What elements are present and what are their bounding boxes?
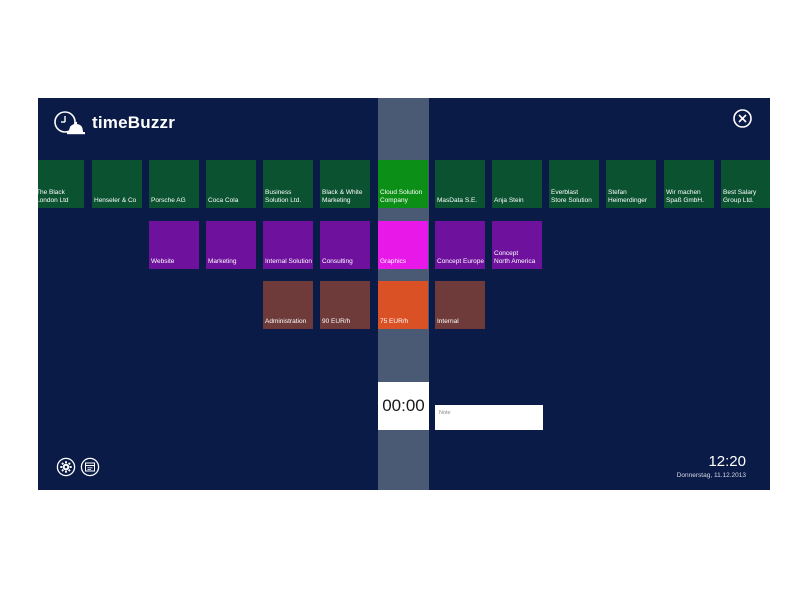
client-tile[interactable]: Business Solution Ltd. <box>263 160 313 208</box>
client-label: Stefan Heimerdinger <box>608 189 648 204</box>
client-label: Cloud Solution Company <box>380 189 423 204</box>
client-label: Porsche AG <box>151 197 186 204</box>
project-label: Internal Solution <box>265 258 312 265</box>
activity-label: 75 EUR/h <box>380 318 409 325</box>
client-tile-selected[interactable]: Cloud Solution Company <box>378 160 428 208</box>
note-placeholder: Note <box>439 410 451 416</box>
gear-icon[interactable] <box>56 457 76 477</box>
activity-label: Internal <box>437 318 459 325</box>
activity-tile[interactable]: 90 EUR/h <box>320 281 370 329</box>
activity-label: 90 EUR/h <box>322 318 351 325</box>
client-tile[interactable]: Stefan Heimerdinger <box>606 160 656 208</box>
activity-tile[interactable]: Administration <box>263 281 313 329</box>
client-label: Henseler & Co <box>94 197 137 204</box>
project-tile-selected[interactable]: Graphics <box>378 221 428 269</box>
timer-display[interactable]: 00:00 <box>378 382 429 430</box>
client-label: Best Salary Group Ltd. <box>723 189 757 204</box>
project-tile[interactable]: Internal Solution <box>263 221 313 269</box>
app-logo: timeBuzzr <box>53 110 175 136</box>
client-label: MasData S.E. <box>437 197 478 204</box>
activity-tile[interactable]: Internal <box>435 281 485 329</box>
client-tile[interactable]: Anja Stein <box>492 160 542 208</box>
report-icon[interactable] <box>80 457 100 477</box>
client-tile[interactable]: Coca Cola <box>206 160 256 208</box>
client-tile[interactable]: Porsche AG <box>149 160 199 208</box>
activity-tile-selected[interactable]: 75 EUR/h <box>378 281 428 329</box>
client-label: Wir machen Spaß GmbH. <box>666 189 704 204</box>
project-tile[interactable]: Marketing <box>206 221 256 269</box>
client-tile[interactable]: Wir machen Spaß GmbH. <box>664 160 714 208</box>
project-tile[interactable]: Consulting <box>320 221 370 269</box>
clock-bell-icon <box>54 111 85 135</box>
project-tile[interactable]: Website <box>149 221 199 269</box>
client-tile[interactable]: Black & White Marketing <box>320 160 370 208</box>
project-label: Marketing <box>208 258 237 265</box>
project-label: Concept Europe <box>437 258 484 265</box>
clock-date: Donnerstag, 11.12.2013 <box>676 472 746 479</box>
clock-time: 12:20 <box>708 453 746 470</box>
project-tile[interactable]: Concept Europe <box>435 221 485 269</box>
project-tile[interactable]: Concept North America <box>492 221 542 269</box>
close-icon[interactable] <box>732 108 753 129</box>
client-label: The Black London Ltd <box>38 189 69 204</box>
client-label: Coca Cola <box>208 197 239 204</box>
project-label: Concept North America <box>494 250 536 265</box>
app-title: timeBuzzr <box>92 113 176 132</box>
client-label: Anja Stein <box>494 197 524 204</box>
client-tile[interactable]: Best Salary Group Ltd. <box>721 160 770 208</box>
note-input[interactable]: Note <box>435 405 543 430</box>
project-label: Website <box>151 258 175 265</box>
client-tile[interactable]: The Black London Ltd <box>38 160 84 208</box>
client-tile[interactable]: Henseler & Co <box>92 160 142 208</box>
client-label: Black & White Marketing <box>322 189 363 204</box>
project-label: Consulting <box>322 258 353 265</box>
activity-label: Administration <box>265 318 307 325</box>
client-tile[interactable]: Everblast Store Solution <box>549 160 599 208</box>
client-tile[interactable]: MasData S.E. <box>435 160 485 208</box>
project-label: Graphics <box>380 258 407 265</box>
client-label: Business Solution Ltd. <box>265 189 302 204</box>
timebuzzr-app: timeBuzzr The Black London Ltd Henseler … <box>38 98 770 490</box>
client-label: Everblast Store Solution <box>551 189 592 204</box>
